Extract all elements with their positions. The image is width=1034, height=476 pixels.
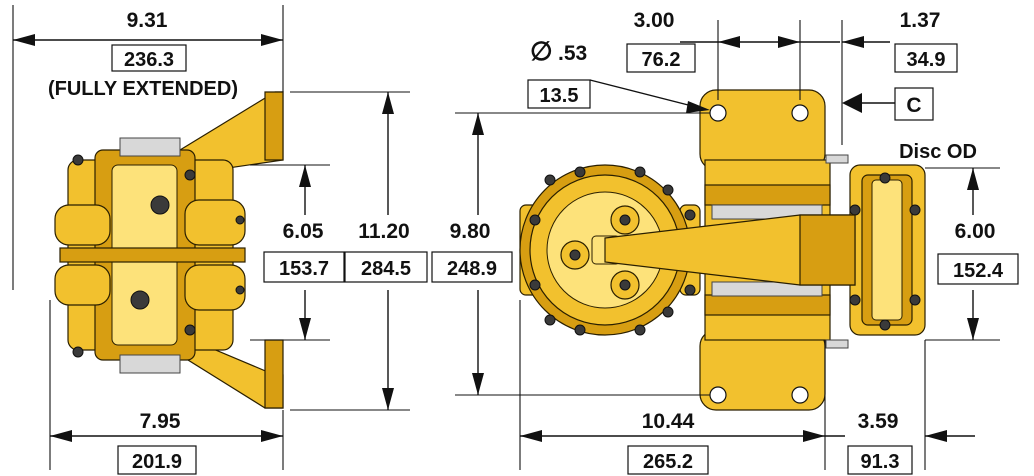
left-overall-width-mm: 236.3 [124, 49, 174, 71]
left-overall-width-label: 9.31 [127, 9, 168, 32]
mount-width-mm: 76.2 [642, 49, 681, 71]
dim-hole-diameter: ∅ .53 13.5 [527, 36, 710, 113]
offset-width-label: 1.37 [900, 9, 941, 32]
disc-od-value: 6.00 [955, 220, 996, 243]
right-overall-width-label: 10.44 [642, 410, 695, 433]
dim-left-inner-height: 6.05 153.7 [250, 164, 345, 341]
right-view [519, 89, 926, 411]
diameter-symbol: ∅ [530, 36, 553, 66]
right-height-label: 9.80 [450, 220, 491, 243]
mount-width-label: 3.00 [634, 9, 675, 32]
left-overall-height-label: 11.20 [358, 220, 409, 243]
right-height-mm: 248.9 [447, 258, 497, 280]
dim-right-overall-width: 10.44 265.2 [519, 300, 826, 475]
offset-width-mm: 34.9 [907, 49, 946, 71]
dim-disc-od: Disc OD 6.00 152.4 [899, 141, 1019, 341]
disc-od-label: Disc OD [899, 141, 977, 163]
dim-left-bottom-width: 7.95 201.9 [49, 300, 284, 475]
left-bottom-width-mm: 201.9 [132, 451, 182, 473]
right-offset-mm: 91.3 [861, 451, 900, 473]
datum-label: C [906, 94, 921, 117]
left-inner-height-mm: 153.7 [279, 258, 329, 280]
left-overall-height-mm: 284.5 [361, 258, 411, 280]
right-overall-width-mm: 265.2 [643, 451, 693, 473]
dim-right-offset: 3.59 91.3 [825, 340, 975, 475]
datum-c-symbol: C [842, 87, 934, 121]
dim-mount-width: 3.00 76.2 [626, 9, 840, 100]
left-inner-height-label: 6.05 [283, 220, 324, 243]
left-bottom-width-label: 7.95 [140, 410, 181, 433]
right-offset-label: 3.59 [858, 410, 899, 433]
dim-offset-width: 1.37 34.9 [841, 9, 958, 145]
fully-extended-note: (FULLY EXTENDED) [48, 78, 238, 100]
left-view [54, 91, 284, 409]
dim-left-overall-height: 11.20 284.5 [290, 91, 428, 411]
hole-diameter-label: .53 [558, 42, 587, 65]
hole-diameter-mm: 13.5 [540, 85, 579, 107]
disc-od-mm: 152.4 [953, 260, 1004, 282]
dim-left-overall-width: 9.31 236.3 (FULLY EXTENDED) [12, 5, 284, 290]
dim-right-height: 9.80 248.9 [431, 112, 710, 396]
